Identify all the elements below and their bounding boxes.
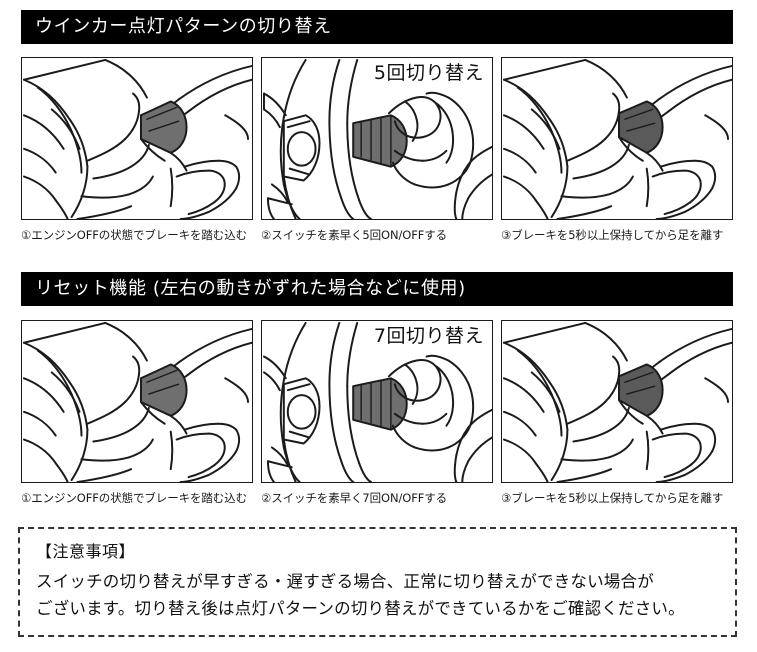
panel-caption: ①エンジンOFFの状態でブレーキを踏む込む	[21, 228, 247, 242]
foot-releasing-brake-pedal-illustration	[502, 321, 732, 482]
panel-caption: ②スイッチを素早く7回ON/OFFする	[261, 491, 448, 505]
foot-on-brake-pedal-illustration	[22, 58, 252, 219]
notice-line-1: スイッチの切り替えが早すぎる・遅すぎる場合、正常に切り替えができない場合が	[36, 572, 654, 592]
panel-row-reset-function: ①エンジンOFFの状態でブレーキを踏む込む	[21, 320, 733, 505]
panel-step-1: ①エンジンOFFの状態でブレーキを踏む込む	[21, 57, 253, 242]
panel-frame: 7回切り替え	[261, 320, 493, 483]
panel-caption: ③ブレーキを5秒以上保持してから足を離す	[501, 228, 724, 242]
panel-step-3: ③ブレーキを5秒以上保持してから足を離す	[501, 320, 733, 505]
panel-caption: ②スイッチを素早く5回ON/OFFする	[261, 228, 448, 242]
foot-releasing-brake-pedal-illustration	[502, 58, 732, 219]
panel-step-3: ③ブレーキを5秒以上保持してから足を離す	[501, 57, 733, 242]
section-header-reset-function: リセット機能 (左右の動きがずれた場合などに使用)	[21, 272, 733, 306]
panel-badge-switch-count: 5回切り替え	[373, 62, 484, 84]
hand-on-turn-signal-stalk-illustration	[262, 321, 492, 482]
panel-row-winker-pattern: ①エンジンOFFの状態でブレーキを踏む込む	[21, 57, 733, 242]
panel-step-2: 7回切り替え ②スイッチを素早く7回ON/OFFする	[261, 320, 493, 505]
notice-box: 【注意事項】 スイッチの切り替えが早すぎる・遅すぎる場合、正常に切り替えができな…	[18, 527, 737, 637]
section-title: ウインカー点灯パターンの切り替え	[35, 16, 332, 37]
panel-caption: ③ブレーキを5秒以上保持してから足を離す	[501, 491, 724, 505]
panel-caption: ①エンジンOFFの状態でブレーキを踏む込む	[21, 491, 247, 505]
panel-step-2: 5回切り替え ②スイッチを素早く5回ON/OFFする	[261, 57, 493, 242]
section-header-winker-pattern: ウインカー点灯パターンの切り替え	[21, 10, 733, 44]
notice-line-2: ございます。切り替え後は点灯パターンの切り替えができているかをご確認ください。	[36, 599, 685, 619]
panel-frame	[21, 57, 253, 220]
panel-frame	[501, 57, 733, 220]
panel-frame	[21, 320, 253, 483]
notice-title: 【注意事項】	[36, 542, 136, 561]
panel-badge-switch-count: 7回切り替え	[373, 325, 484, 347]
foot-on-brake-pedal-illustration	[22, 321, 252, 482]
panel-frame	[501, 320, 733, 483]
section-title: リセット機能 (左右の動きがずれた場合などに使用)	[35, 278, 466, 299]
panel-frame: 5回切り替え	[261, 57, 493, 220]
hand-on-turn-signal-stalk-illustration	[262, 58, 492, 219]
panel-step-1: ①エンジンOFFの状態でブレーキを踏む込む	[21, 320, 253, 505]
